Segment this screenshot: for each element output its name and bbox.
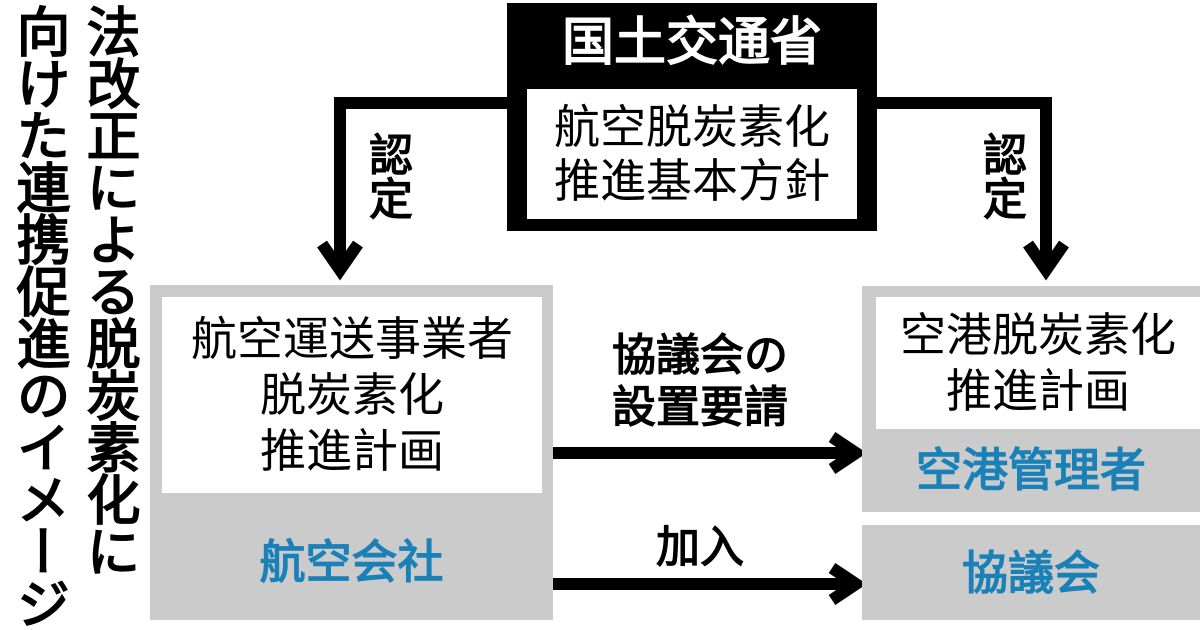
airport-plan-line1: 空港脱炭素化 <box>900 308 1176 362</box>
request-label-line1: 協議会の <box>612 330 788 381</box>
council-entity-label: 協議会 <box>962 546 1100 600</box>
join-label: 加入 <box>656 522 744 573</box>
ministry-box: 国土交通省 航空脱炭素化 推進基本方針 <box>507 3 877 231</box>
airport-plan-box: 空港脱炭素化 推進計画 <box>876 297 1200 429</box>
policy-line2: 推進基本方針 <box>554 154 830 208</box>
arrowhead-join <box>828 563 867 605</box>
ministry-name: 国土交通省 <box>561 13 822 73</box>
airline-entity-label: 航空会社 <box>259 535 444 589</box>
arrowhead-approval-left <box>317 240 363 281</box>
airline-plan-line2: 脱炭素化 <box>260 368 444 422</box>
approval-label-right: 認定 <box>975 132 1026 220</box>
arrow-approval-left <box>334 97 507 262</box>
request-label: 協議会の 設置要請 <box>570 330 830 434</box>
policy-line1: 航空脱炭素化 <box>554 100 830 154</box>
approval-label-left: 認定 <box>361 132 412 220</box>
airline-plan-line3: 推進計画 <box>260 424 444 478</box>
diagram-title-line2: 向けた連携促進のイメージ <box>7 4 70 628</box>
arrow-approval-right <box>877 97 1052 262</box>
airport-entity-label: 空港管理者 <box>916 443 1146 497</box>
diagram-title-line1: 法改正による脱炭素化に <box>77 4 140 576</box>
council-box <box>862 525 1200 620</box>
request-label-line2: 設置要請 <box>612 382 788 433</box>
airline-plan-line1: 航空運送事業者 <box>191 312 513 366</box>
policy-box: 航空脱炭素化 推進基本方針 <box>527 89 857 219</box>
airport-plan-line2: 推進計画 <box>946 364 1130 418</box>
arrowhead-request <box>828 432 867 474</box>
arrowhead-approval-right <box>1023 240 1069 281</box>
airline-plan-box: 航空運送事業者 脱炭素化 推進計画 <box>162 297 542 493</box>
